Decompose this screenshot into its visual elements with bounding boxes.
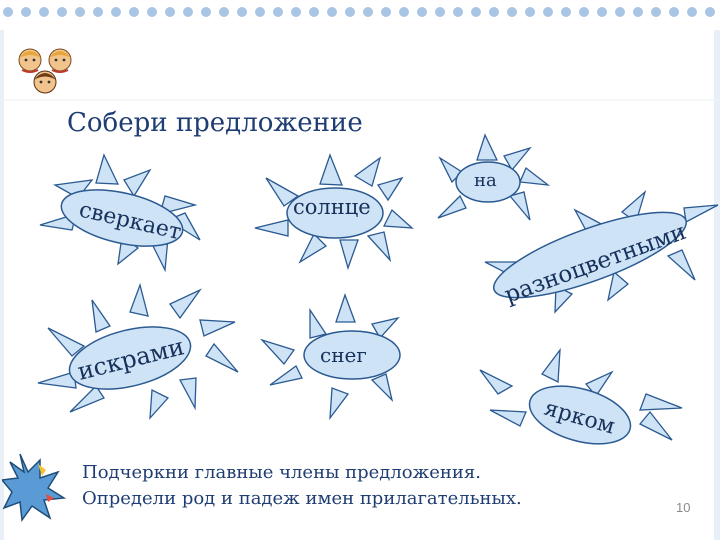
word-solntse: солнце: [293, 195, 371, 219]
sun-yarkom[interactable]: ярком: [479, 347, 683, 454]
task-line-2: Определи род и падеж имен прилагательных…: [82, 488, 522, 509]
sun-sneg[interactable]: снег: [259, 293, 401, 421]
sun-iskrami[interactable]: искрами: [37, 282, 239, 420]
task-line-1: Подчеркни главные члены предложения.: [82, 462, 481, 483]
page-number: 10: [676, 500, 691, 515]
word-na: на: [474, 170, 497, 191]
top-dotted-border: [3, 7, 715, 17]
star-burst-icon: [2, 453, 66, 522]
word-sneg: снег: [320, 343, 367, 367]
sun-solntse[interactable]: солнце: [254, 153, 414, 271]
sun-na[interactable]: на: [437, 133, 551, 221]
children-icon: [18, 48, 72, 94]
slide-title: Собери предложение: [67, 108, 363, 138]
sun-sverkaet[interactable]: сверкает: [39, 153, 201, 273]
sun-raznotsvetnymi[interactable]: разноцветными: [484, 190, 719, 314]
